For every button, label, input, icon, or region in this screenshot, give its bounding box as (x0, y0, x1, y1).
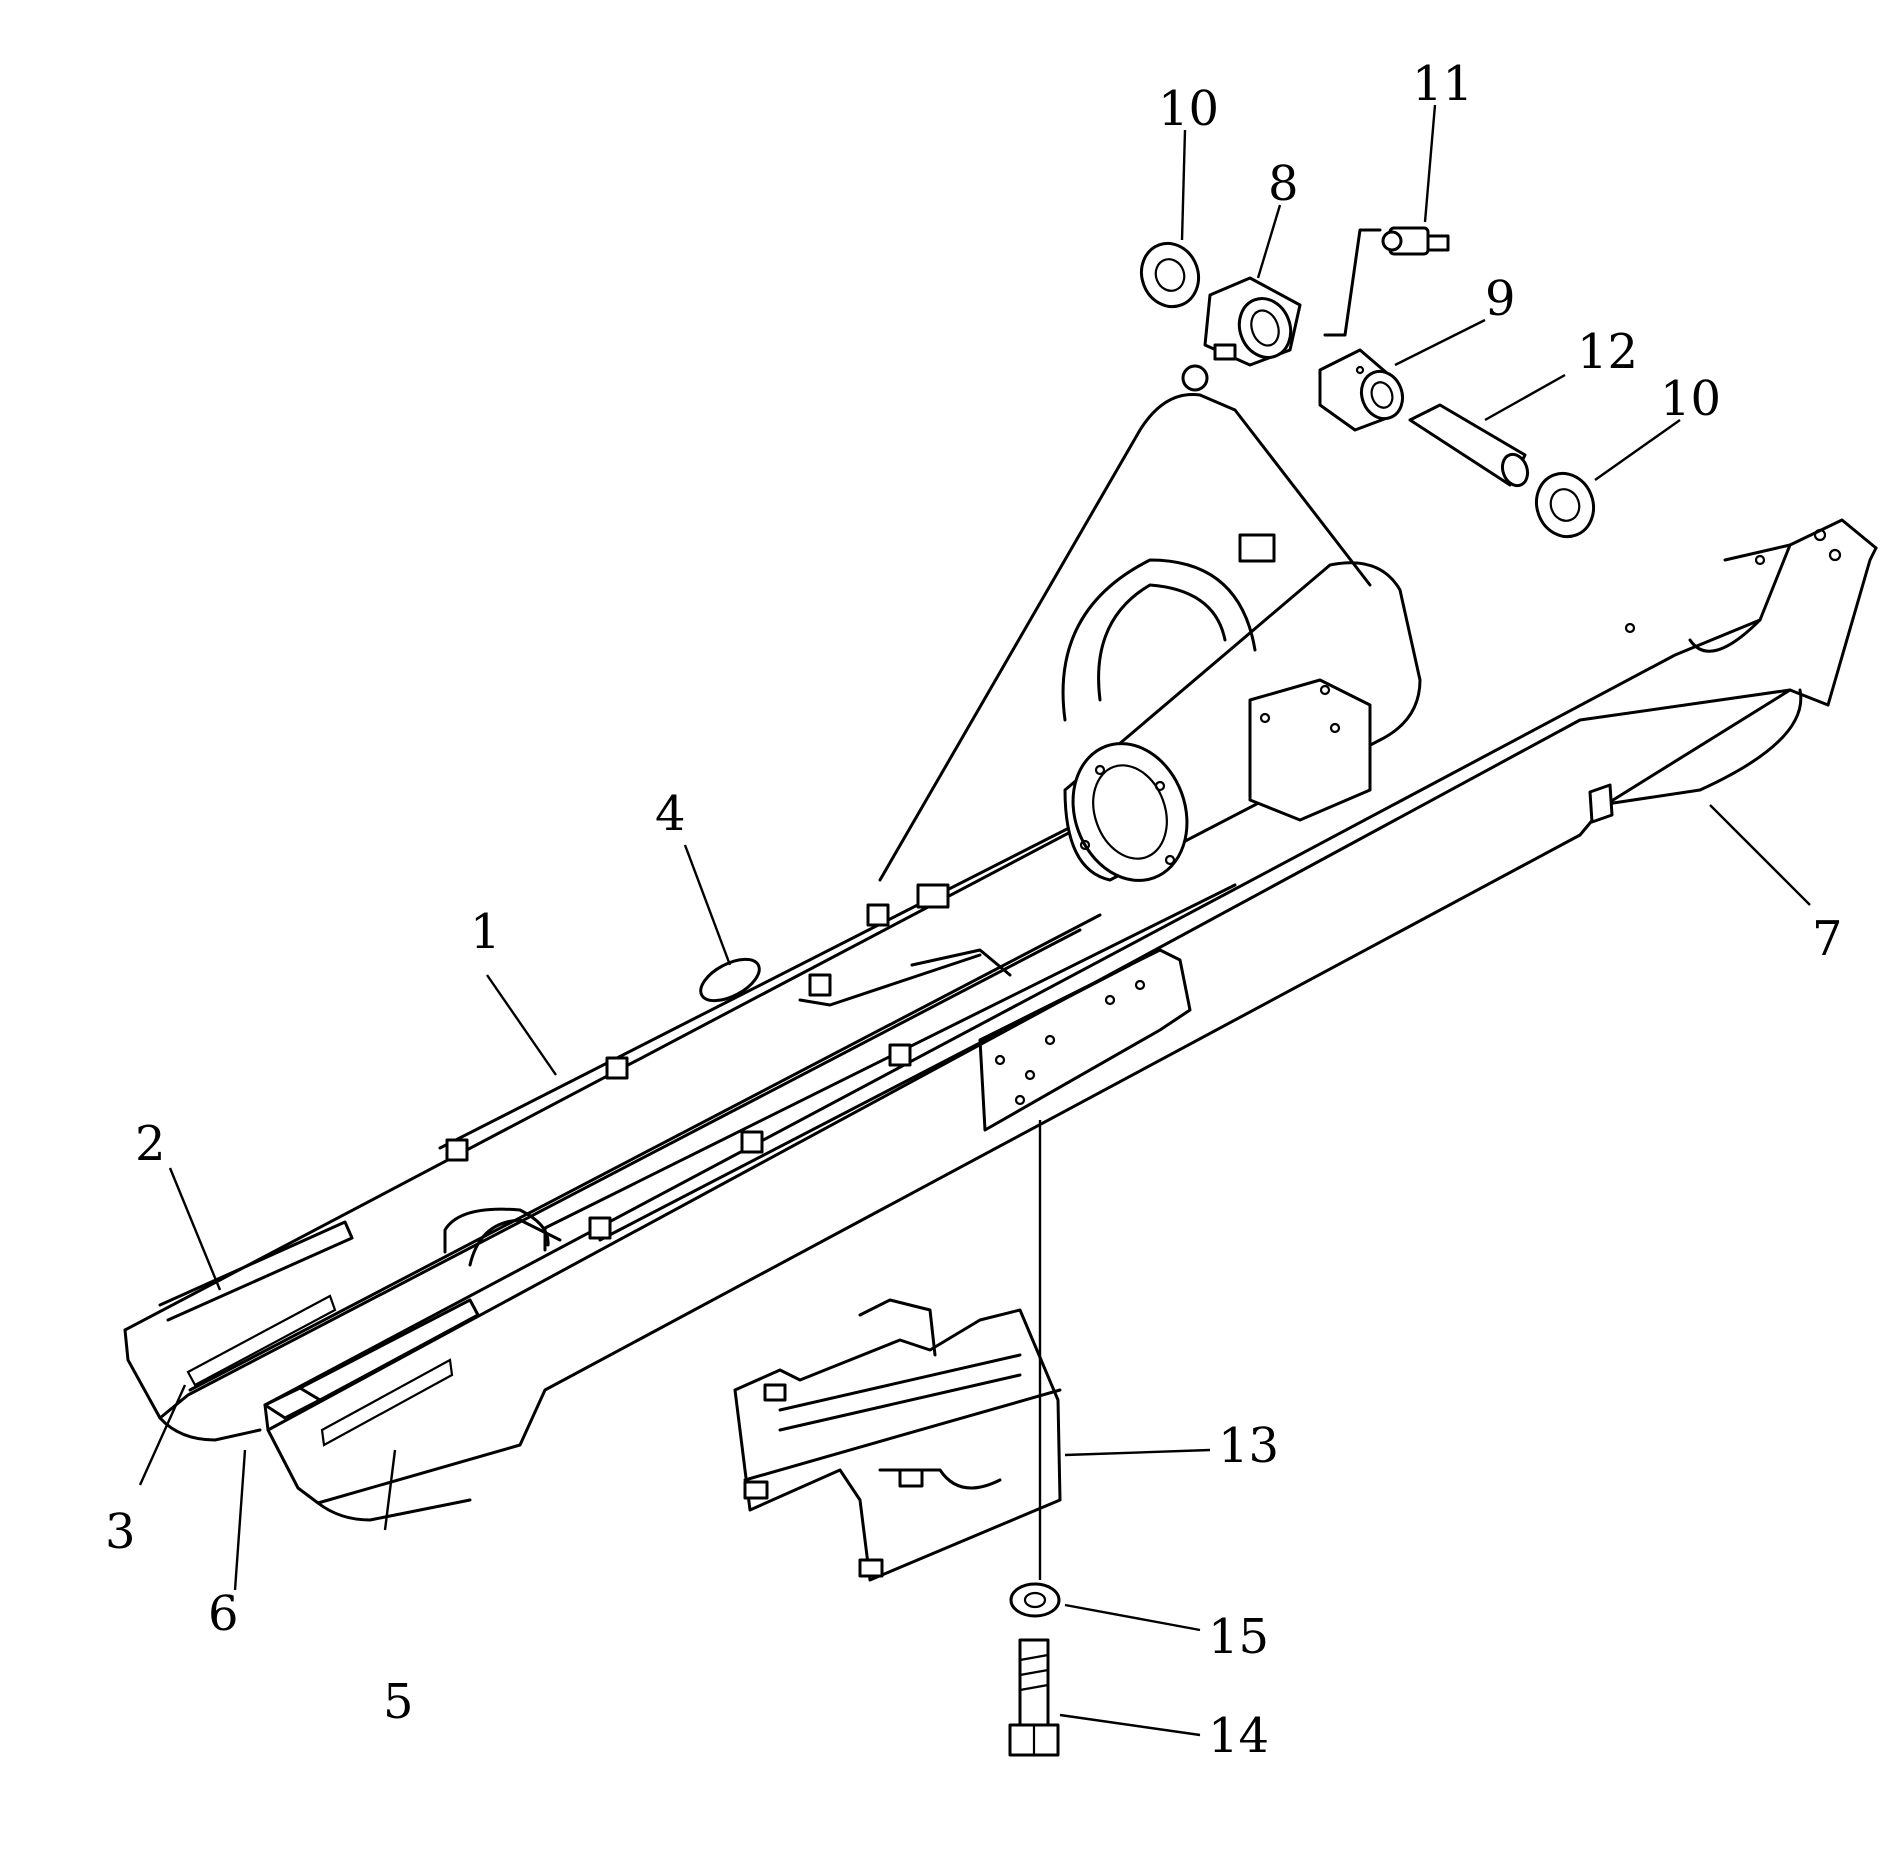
callout-15: 15 (1208, 1609, 1269, 1665)
callout-1: 1 (470, 904, 501, 960)
bushing-housing (1203, 276, 1302, 367)
callout-2: 2 (135, 1116, 166, 1172)
callout-5: 5 (383, 1674, 414, 1730)
track-frame (123, 518, 1878, 1522)
callout-9: 9 (1485, 271, 1516, 327)
callout-8: 8 (1268, 156, 1299, 212)
callout-3: 3 (105, 1504, 136, 1560)
callout-11: 11 (1412, 56, 1473, 112)
equalizer-arm (878, 364, 1372, 882)
washer (1009, 1582, 1061, 1618)
grease-fitting (1323, 226, 1450, 337)
bolt (1008, 1638, 1060, 1757)
callout-7: 7 (1812, 911, 1843, 967)
callout-13: 13 (1218, 1418, 1279, 1474)
seal-lower (1535, 471, 1595, 539)
pivot-housing (1063, 561, 1422, 882)
callout-labels: 1 2 3 4 5 6 7 8 9 10 10 11 12 13 14 15 (105, 56, 1843, 1764)
callout-12: 12 (1577, 324, 1638, 380)
leader-lines (138, 104, 1811, 1737)
callout-10-upper: 10 (1158, 81, 1219, 137)
callout-4: 4 (655, 786, 686, 842)
callout-10-lower: 10 (1660, 371, 1721, 427)
guard-bracket (733, 1298, 1062, 1582)
callout-6: 6 (208, 1586, 239, 1642)
pin (1408, 403, 1530, 488)
sleeve (1318, 348, 1405, 432)
seal-upper (1140, 241, 1200, 309)
callout-14: 14 (1208, 1708, 1269, 1764)
